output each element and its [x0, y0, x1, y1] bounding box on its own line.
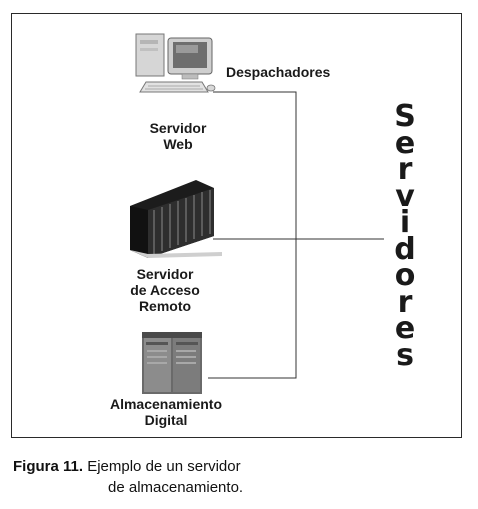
dispatchers-label: Despachadores [226, 64, 331, 80]
remote-access-label-line: Servidor [136, 266, 194, 282]
vertical-title-letter: o [394, 258, 416, 293]
vertical-title-letter: s [396, 337, 414, 373]
vertical-title-letter: e [394, 125, 416, 161]
figure-caption: Figura 11. Ejemplo de un servidor de alm… [13, 456, 243, 498]
web-server-label-line: Servidor [149, 120, 207, 136]
storage-cabinet-icon [142, 332, 202, 394]
figure-number: Figura 11. [13, 458, 84, 475]
vertical-title-letter: d [394, 231, 416, 267]
digital-storage-label-line: Almacenamiento [109, 396, 223, 412]
vertical-title-letter: e [394, 311, 416, 346]
vertical-title-letter: r [397, 284, 413, 320]
caption-text-line1: Ejemplo de un servidor [87, 458, 241, 475]
vertical-title-letter: i [399, 205, 411, 240]
vertical-title-letter: S [394, 99, 416, 134]
remote-access-label-line: Remoto [138, 298, 192, 314]
web-server-label-line: Web [163, 136, 193, 152]
remote-access-label-line: de Acceso [130, 282, 200, 298]
web-server-label: Servidor Web [138, 120, 218, 152]
digital-storage-label-line: Digital [144, 412, 188, 428]
diagram-frame [11, 13, 462, 438]
vertical-title-letter: v [395, 178, 415, 214]
dispatcher-line [208, 91, 297, 379]
remote-access-server-label: Servidor de Acceso Remoto [110, 266, 220, 314]
caption-text-line2: de almacenamiento. [108, 479, 244, 496]
server-rack-icon [130, 180, 222, 258]
vertical-title-letter: r [397, 152, 413, 187]
servidores-vertical-title: S e r v i d o r e s [382, 99, 428, 373]
desktop-computer-icon [135, 33, 216, 93]
digital-storage-label: Almacenamiento Digital [96, 396, 236, 428]
